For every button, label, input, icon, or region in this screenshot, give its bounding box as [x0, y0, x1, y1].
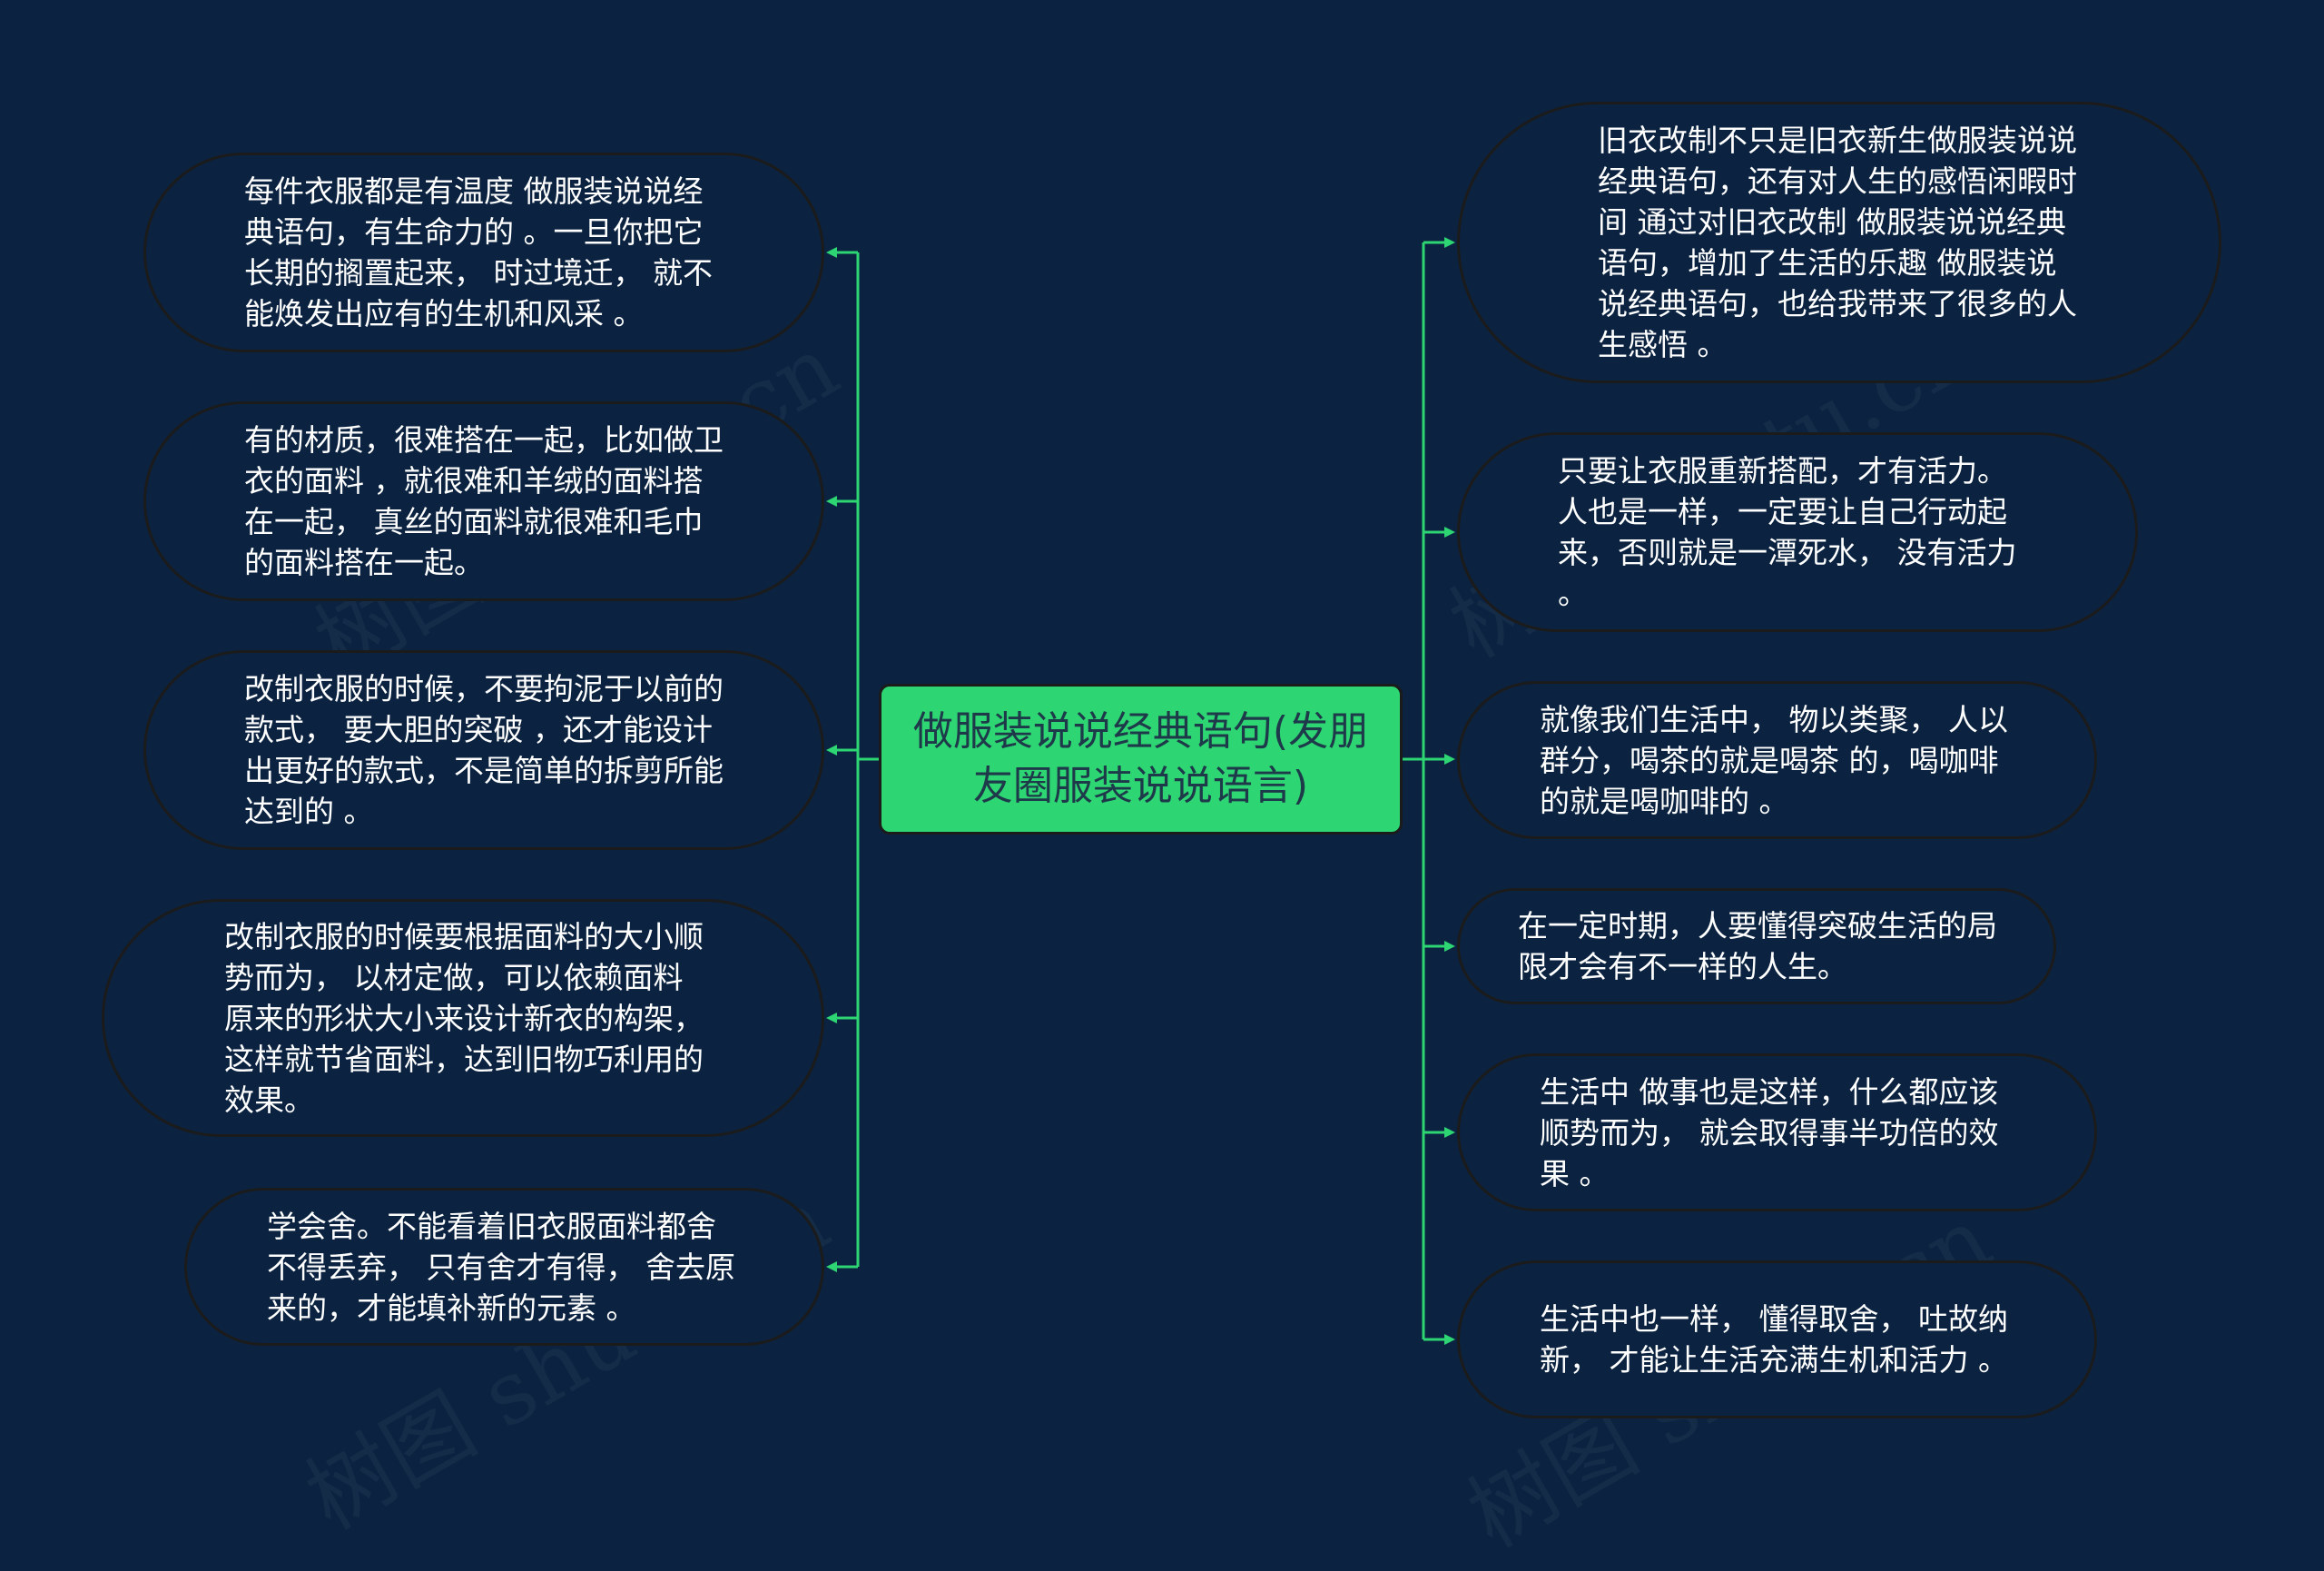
- right-node-1[interactable]: 旧衣改制不只是旧衣新生做服装说说经典语句，还有对人生的感悟闲暇时间 通过对旧衣改…: [1457, 102, 2221, 383]
- right-node-4[interactable]: 在一定时期，人要懂得突破生活的局限才会有不一样的人生。: [1457, 888, 2056, 1004]
- node-text: 每件衣服都是有温度 做服装说说经典语句，有生命力的 。一旦你把它长期的搁置起来，…: [244, 173, 713, 331]
- left-node-4[interactable]: 改制衣服的时候要根据面料的大小顺势而为， 以材定做，可以依赖面料原来的形状大小来…: [102, 899, 824, 1137]
- right-node-6[interactable]: 生活中也一样， 懂得取舍， 吐故纳新， 才能让生活充满生机和活力 。: [1457, 1260, 2097, 1418]
- arrowhead: [1444, 237, 1455, 248]
- node-text: 学会舍。不能看着旧衣服面料都舍不得丢弃， 只有舍才有得， 舍去原来的，才能填补新…: [267, 1208, 735, 1326]
- node-text: 生活中 做事也是这样，什么都应该顺势而为， 就会取得事半功倍的效果 。: [1540, 1073, 1999, 1191]
- root-topic[interactable]: 做服装说说经典语句(发朋友圈服装说说语言): [879, 684, 1403, 835]
- arrowhead: [1444, 941, 1455, 952]
- root-topic-label: 做服装说说经典语句(发朋友圈服装说说语言): [912, 708, 1369, 809]
- connector-lines: [826, 237, 1455, 1345]
- node-text: 就像我们生活中， 物以类聚， 人以群分，喝茶的就是喝茶 的，喝咖啡的就是喝咖啡的…: [1540, 701, 2008, 819]
- left-node-1[interactable]: 每件衣服都是有温度 做服装说说经典语句，有生命力的 。一旦你把它长期的搁置起来，…: [143, 153, 824, 352]
- right-node-2[interactable]: 只要让衣服重新搭配，才有活力。人也是一样，一定要让自己行动起来，否则就是一潭死水…: [1457, 432, 2138, 632]
- arrowhead: [1444, 1334, 1455, 1345]
- arrowhead: [826, 247, 837, 258]
- arrowhead: [1444, 754, 1455, 765]
- node-text: 旧衣改制不只是旧衣新生做服装说说经典语句，还有对人生的感悟闲暇时间 通过对旧衣改…: [1598, 123, 2077, 362]
- arrowhead: [826, 496, 837, 507]
- node-text: 生活中也一样， 懂得取舍， 吐故纳新， 才能让生活充满生机和活力 。: [1540, 1301, 2008, 1378]
- left-node-2[interactable]: 有的材质，很难搭在一起，比如做卫衣的面料 ，就很难和羊绒的面料搭在一起， 真丝的…: [143, 401, 824, 601]
- arrowhead: [1444, 527, 1455, 538]
- node-text: 改制衣服的时候要根据面料的大小顺势而为， 以材定做，可以依赖面料原来的形状大小来…: [224, 918, 704, 1118]
- node-text: 只要让衣服重新搭配，才有活力。人也是一样，一定要让自己行动起来，否则就是一潭死水…: [1558, 453, 2017, 611]
- right-node-3[interactable]: 就像我们生活中， 物以类聚， 人以群分，喝茶的就是喝茶 的，喝咖啡的就是喝咖啡的…: [1457, 681, 2097, 839]
- left-node-3[interactable]: 改制衣服的时候，不要拘泥于以前的款式， 要大胆的突破 ，还才能设计出更好的款式，…: [143, 650, 824, 850]
- right-node-5[interactable]: 生活中 做事也是这样，什么都应该顺势而为， 就会取得事半功倍的效果 。: [1457, 1053, 2097, 1211]
- left-node-5[interactable]: 学会舍。不能看着旧衣服面料都舍不得丢弃， 只有舍才有得， 舍去原来的，才能填补新…: [184, 1188, 824, 1346]
- node-text: 在一定时期，人要懂得突破生活的局限才会有不一样的人生。: [1518, 908, 1997, 984]
- node-text: 改制衣服的时候，不要拘泥于以前的款式， 要大胆的突破 ，还才能设计出更好的款式，…: [244, 671, 724, 829]
- arrowhead: [826, 1013, 837, 1023]
- arrowhead: [826, 745, 837, 756]
- arrowhead: [1444, 1127, 1455, 1138]
- node-text: 有的材质，很难搭在一起，比如做卫衣的面料 ，就很难和羊绒的面料搭在一起， 真丝的…: [244, 422, 724, 580]
- arrowhead: [826, 1261, 837, 1272]
